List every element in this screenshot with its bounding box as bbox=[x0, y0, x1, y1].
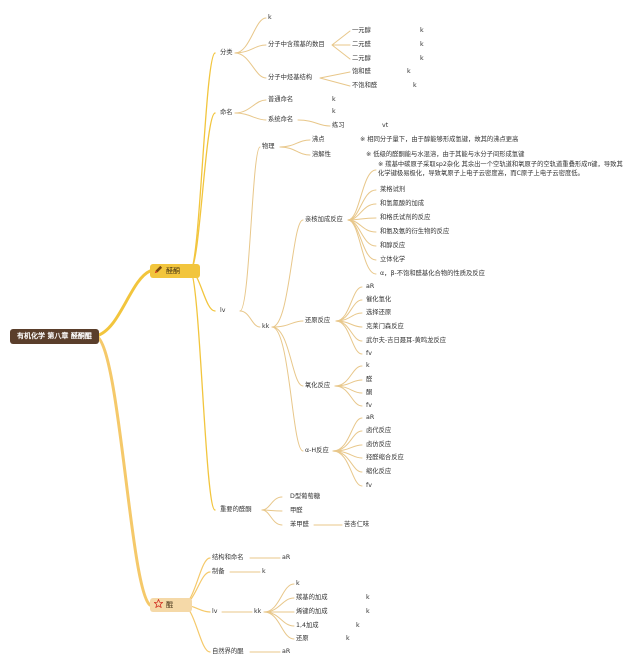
node-common-naming[interactable]: 普通命名 bbox=[268, 96, 294, 103]
node-k[interactable]: k bbox=[420, 55, 424, 62]
node-fv[interactable]: fv bbox=[366, 350, 372, 357]
node-physical[interactable]: 物理 bbox=[262, 143, 275, 150]
root-node[interactable]: 有机化学 第八章 醛酮醌 bbox=[10, 329, 99, 344]
node-condensation[interactable]: 缩化反应 bbox=[366, 468, 392, 475]
node-vt[interactable]: vt bbox=[382, 122, 389, 129]
node-k[interactable]: k bbox=[296, 580, 300, 587]
node-exercise[interactable]: 练习 bbox=[332, 122, 345, 129]
node-oxidation[interactable]: 氧化反应 bbox=[305, 382, 331, 389]
node-reduction-2[interactable]: 还原 bbox=[296, 635, 309, 642]
node-alcohol-reaction[interactable]: 和醇反应 bbox=[380, 242, 406, 249]
node-k[interactable]: k bbox=[413, 82, 417, 89]
node-k[interactable]: k bbox=[332, 108, 336, 115]
node-14-addition[interactable]: 1,4加成 bbox=[296, 622, 319, 629]
node-solubility[interactable]: 溶解性 bbox=[312, 151, 331, 158]
node-grignard[interactable]: 和格氏试剂的反应 bbox=[380, 214, 431, 221]
node-ammonia[interactable]: 和氨及氨的衍生物的反应 bbox=[380, 228, 450, 235]
node-stereochemistry[interactable]: 立体化学 bbox=[380, 256, 406, 263]
node-ketone[interactable]: 酮 bbox=[366, 389, 373, 396]
node-aR[interactable]: aR bbox=[282, 554, 291, 561]
node-hcn-addition[interactable]: 和氢氰酸的加成 bbox=[380, 200, 425, 207]
node-ab-unsaturated[interactable]: α，β-不饱和醛基化合物的性质及反应 bbox=[380, 270, 485, 277]
node-k[interactable]: k bbox=[407, 68, 411, 75]
node-monobasic[interactable]: 一元醇 bbox=[352, 27, 371, 34]
branch-aldehyde-ketone[interactable]: 醛酮 bbox=[150, 264, 200, 278]
node-nucleophilic-note[interactable]: ※ 羰基中碳原子采取sp2杂化 其余出一个空轨道和氧原子的空轨道重叠形成π键，导… bbox=[378, 161, 623, 177]
node-selective-reduction[interactable]: 选择还原 bbox=[366, 309, 392, 316]
branch-quinone[interactable]: 醌 bbox=[150, 598, 192, 612]
node-dibasic[interactable]: 二元醛 bbox=[352, 41, 371, 48]
node-structure-naming[interactable]: 结构和命名 bbox=[212, 554, 244, 561]
node-hydrocarbon-structure[interactable]: 分子中烃基结构 bbox=[268, 74, 313, 81]
node-kk[interactable]: kk bbox=[254, 608, 262, 615]
node-reagent[interactable]: 莱格试剂 bbox=[380, 186, 406, 193]
node-k[interactable]: k bbox=[356, 622, 360, 629]
node-haloform[interactable]: 卤仿反应 bbox=[366, 441, 392, 448]
star-icon bbox=[154, 599, 163, 608]
node-d-glucose[interactable]: D型葡萄糖 bbox=[290, 493, 321, 500]
node-aldehyde[interactable]: 醛 bbox=[366, 376, 373, 383]
node-wolff-kishner[interactable]: 武尔夫-吉日聂耳-黄鸣龙反应 bbox=[366, 337, 447, 344]
node-nucleophilic-addition[interactable]: 亲核加成反应 bbox=[305, 216, 343, 223]
node-k[interactable]: k bbox=[268, 14, 272, 21]
node-alkene-addition[interactable]: 烯键的加成 bbox=[296, 608, 328, 615]
node-k[interactable]: k bbox=[366, 594, 370, 601]
node-systematic-naming[interactable]: 系统命名 bbox=[268, 116, 294, 123]
node-k[interactable]: k bbox=[346, 635, 350, 642]
node-important[interactable]: 重要的醛酮 bbox=[220, 506, 252, 513]
node-k[interactable]: k bbox=[262, 568, 266, 575]
node-dibasic-2[interactable]: 二元醇 bbox=[352, 55, 371, 62]
node-fenlei[interactable]: 分类 bbox=[220, 49, 233, 56]
node-k[interactable]: k bbox=[366, 608, 370, 615]
node-almond-odor[interactable]: 苦杏仁味 bbox=[344, 521, 370, 528]
node-k[interactable]: k bbox=[332, 96, 336, 103]
node-aR[interactable]: aR bbox=[366, 283, 375, 290]
node-naming[interactable]: 命名 bbox=[220, 109, 233, 116]
node-aR[interactable]: aR bbox=[366, 414, 375, 421]
node-aR[interactable]: aR bbox=[282, 648, 291, 655]
node-k[interactable]: k bbox=[420, 27, 424, 34]
node-reduction[interactable]: 还原反应 bbox=[305, 317, 331, 324]
node-boiling-point[interactable]: 沸点 bbox=[312, 136, 325, 143]
node-k[interactable]: k bbox=[366, 362, 370, 369]
node-formaldehyde[interactable]: 甲醛 bbox=[290, 507, 303, 514]
node-k[interactable]: k bbox=[420, 41, 424, 48]
node-aldol[interactable]: 羟醛缩合反应 bbox=[366, 454, 404, 461]
node-alpha-h[interactable]: α-H反应 bbox=[305, 447, 329, 454]
node-preparation[interactable]: 制备 bbox=[212, 568, 225, 575]
node-saturated[interactable]: 饱和醛 bbox=[352, 68, 371, 75]
node-lv[interactable]: lv bbox=[220, 307, 226, 314]
node-fv[interactable]: fv bbox=[366, 402, 372, 409]
node-carbonyl-addition[interactable]: 羰基的加成 bbox=[296, 594, 328, 601]
node-fv[interactable]: fv bbox=[366, 482, 372, 489]
node-natural-quinone[interactable]: 自然界的醌 bbox=[212, 648, 244, 655]
node-halogenation[interactable]: 卤代反应 bbox=[366, 427, 392, 434]
node-catalytic-hydrogenation[interactable]: 催化氢化 bbox=[366, 296, 392, 303]
node-benzaldehyde[interactable]: 苯甲醛 bbox=[290, 521, 309, 528]
pencil-icon bbox=[154, 265, 163, 274]
branch-label: 醛酮 bbox=[166, 267, 180, 275]
node-kk[interactable]: kk bbox=[262, 323, 270, 330]
node-unsaturated[interactable]: 不饱和醛 bbox=[352, 82, 378, 89]
node-clemmensen[interactable]: 克莱门森反应 bbox=[366, 323, 404, 330]
node-boiling-point-note[interactable]: ※ 相同分子量下，由于醇能够形成氢键，故其的沸点更高 bbox=[360, 136, 519, 143]
node-carbonyl-count[interactable]: 分子中含羰基的数目 bbox=[268, 41, 325, 48]
branch-label: 醌 bbox=[166, 601, 173, 609]
node-solubility-note[interactable]: ※ 低级的醛酮能与水混溶，由于其能与水分子间形成氢键 bbox=[366, 151, 525, 158]
node-lv[interactable]: lv bbox=[212, 608, 218, 615]
